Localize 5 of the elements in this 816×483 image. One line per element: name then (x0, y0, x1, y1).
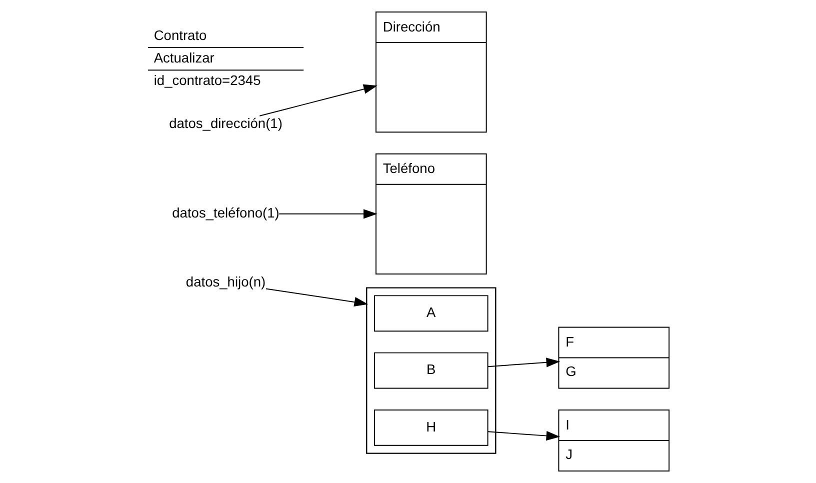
node-text: datos_dirección(1) (168, 116, 282, 131)
node-text: datos_hijo(n) (185, 274, 266, 290)
node-label: Contrato (153, 28, 206, 43)
node-label: id_contrato=2345 (153, 73, 260, 88)
node-text: datos_teléfono(1) (172, 206, 279, 221)
